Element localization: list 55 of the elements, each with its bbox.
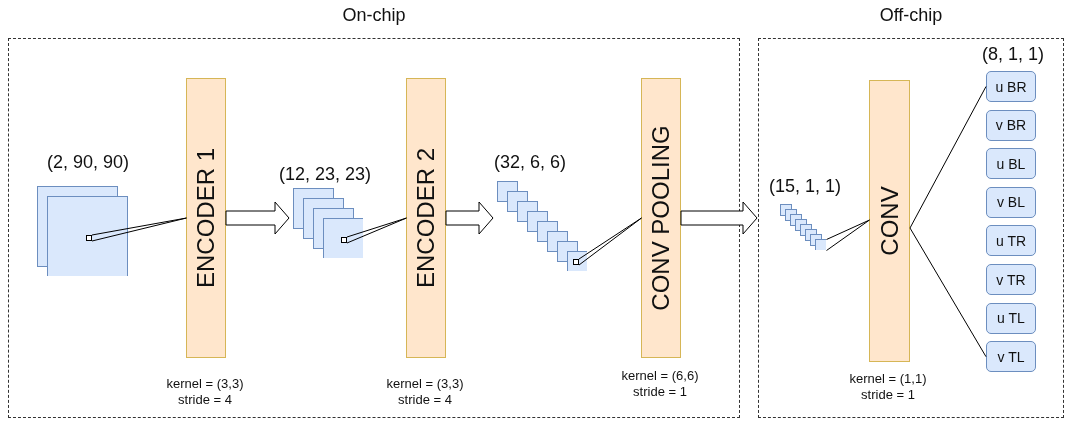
- feature-map-stack: [780, 204, 826, 250]
- receptive-field-lines: [826, 219, 870, 251]
- output-label: u BL: [996, 155, 1026, 172]
- layer-block: [641, 78, 681, 358]
- output-label: v TL: [997, 348, 1025, 365]
- shape-label: (32, 6, 6): [494, 152, 566, 173]
- output-box: [986, 264, 1036, 295]
- output-label: v TR: [996, 271, 1026, 288]
- receptive-field-square: [573, 259, 579, 265]
- output-label: v BL: [997, 194, 1025, 211]
- output-label: v BR: [995, 117, 1027, 134]
- layer-block: [406, 78, 446, 358]
- receptive-field-square: [86, 235, 92, 241]
- region-title: On-chip: [341, 5, 407, 26]
- connector-line: [909, 86, 987, 229]
- kernel-label: stride = 1: [861, 387, 915, 402]
- region-title: Off-chip: [878, 5, 944, 26]
- kernel-label: stride = 4: [178, 392, 232, 407]
- receptive-field-lines: [578, 217, 642, 266]
- connector-line: [909, 227, 987, 358]
- output-box: [986, 341, 1036, 373]
- receptive-field-square: [341, 237, 347, 243]
- block-arrow: [225, 201, 290, 235]
- receptive-field-lines: [346, 217, 407, 244]
- kernel-label: kernel = (3,3): [166, 376, 244, 391]
- kernel-label: stride = 1: [633, 384, 687, 399]
- shape-label: (2, 90, 90): [47, 152, 129, 173]
- output-box: [986, 148, 1036, 180]
- layer-label: ENCODER 1: [192, 148, 220, 288]
- layer-block: [186, 78, 226, 358]
- kernel-label: kernel = (1,1): [849, 371, 927, 386]
- shape-label: (12, 23, 23): [278, 164, 372, 185]
- feature-map-stack: [497, 181, 587, 271]
- shape-label: (8, 1, 1): [982, 44, 1044, 65]
- output-box: [986, 109, 1036, 141]
- output-box: [986, 225, 1036, 257]
- kernel-label: kernel = (3,3): [386, 376, 464, 391]
- kernel-label: stride = 4: [398, 392, 452, 407]
- block-arrow: [680, 201, 758, 235]
- output-label: u TR: [995, 232, 1027, 249]
- kernel-label: kernel = (6,6): [621, 368, 699, 383]
- output-label: u TL: [997, 310, 1025, 327]
- layer-label: ENCODER 2: [412, 148, 440, 288]
- output-box: [986, 302, 1036, 334]
- layer-block: [869, 80, 910, 362]
- feature-map-stack: [37, 186, 128, 276]
- layer-label: CONV POOLING: [647, 125, 675, 311]
- shape-label: (15, 1, 1): [769, 176, 841, 197]
- output-box: [986, 186, 1036, 218]
- receptive-field-lines: [91, 217, 187, 242]
- block-arrow: [445, 201, 494, 235]
- layer-label: CONV: [875, 186, 904, 256]
- output-label: u BR: [995, 78, 1027, 95]
- output-box: [986, 71, 1036, 102]
- feature-map-stack: [293, 188, 363, 258]
